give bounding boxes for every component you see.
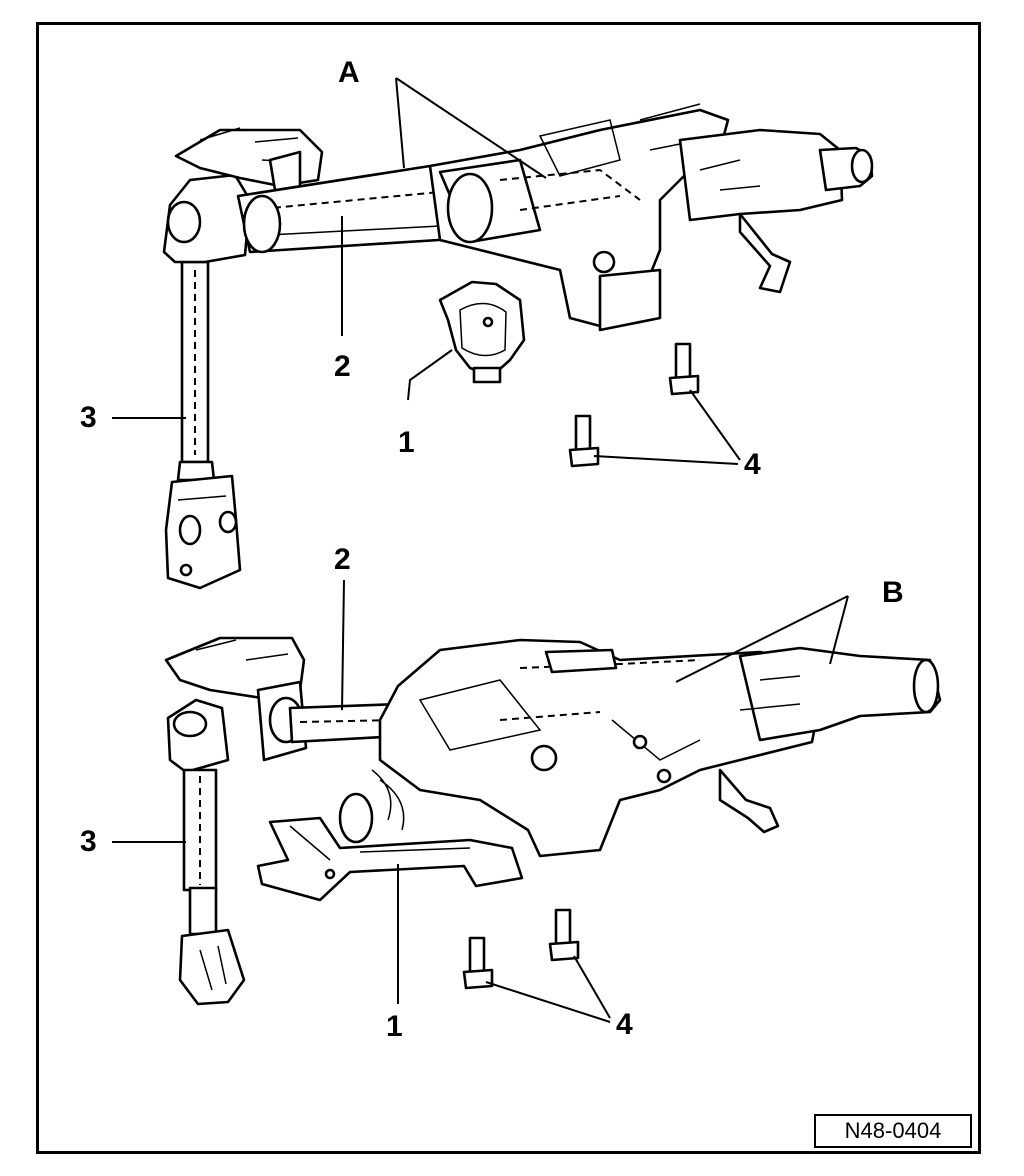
- lower-callout-1: 1: [386, 1010, 403, 1043]
- lower-leader-lines: [112, 579, 849, 1023]
- lower-callout-4: 4: [616, 1008, 633, 1041]
- upper-clamp-clip: [438, 280, 526, 384]
- lower-column-housing: [338, 638, 822, 858]
- lower-outer-tube: [718, 646, 942, 834]
- upper-bolt-right: [668, 342, 700, 396]
- upper-callout-3: 3: [80, 401, 97, 434]
- upper-callout-1: 1: [398, 426, 415, 459]
- lower-steering-column-assembly: [112, 579, 942, 1023]
- upper-intermediate-shaft: [164, 260, 242, 590]
- upper-callout-2: 2: [334, 350, 351, 383]
- upper-outer-tube: [678, 128, 874, 294]
- upper-steering-column-assembly: [112, 77, 874, 590]
- lower-bolt-right: [548, 908, 580, 962]
- lower-callout-3: 3: [80, 825, 97, 858]
- figure-reference-number: N48-0404: [814, 1114, 972, 1148]
- lower-intermediate-shaft: [166, 698, 246, 1006]
- upper-column-housing: [428, 103, 730, 332]
- lower-bolt-left: [462, 936, 494, 990]
- upper-leader-lines: [112, 77, 741, 465]
- callout-letter-a: A: [338, 56, 360, 89]
- callout-letter-b: B: [882, 576, 904, 609]
- upper-column-tube: [236, 164, 472, 254]
- upper-left-joint: [162, 127, 324, 264]
- lower-mounting-bracket: [256, 816, 524, 902]
- upper-bolt-left: [568, 414, 600, 468]
- lower-upper-bracket: [164, 636, 308, 762]
- lower-callout-2: 2: [334, 543, 351, 576]
- upper-callout-4: 4: [744, 448, 761, 481]
